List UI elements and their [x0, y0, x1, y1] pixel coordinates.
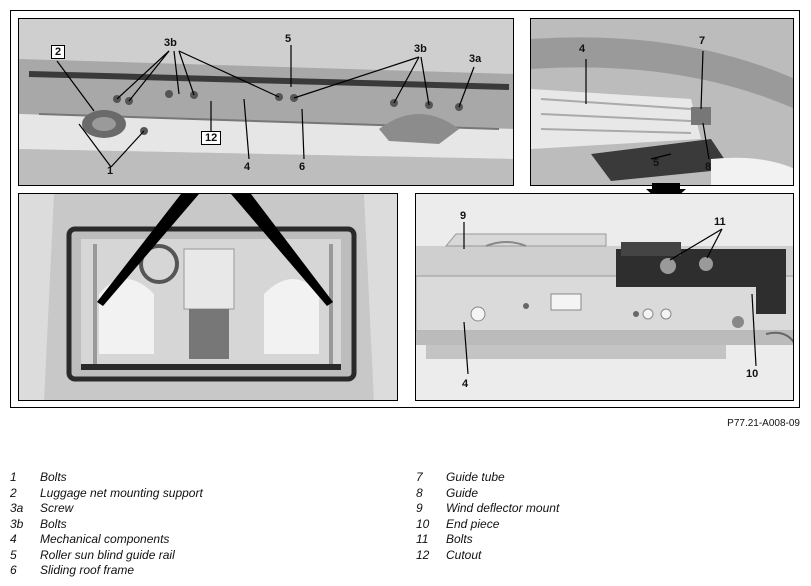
callout-4: 4	[462, 378, 469, 390]
legend-item: 5 Roller sun blind guide rail	[10, 548, 203, 564]
legend-text: Cutout	[446, 547, 482, 562]
guide-tube-illustration	[531, 19, 793, 185]
panel-top-right-guide-detail: 4 7 5 8	[530, 18, 794, 186]
legend-item: 8 Guide	[416, 486, 559, 502]
legend-right: 7 Guide tube 8 Guide 9 Wind deflector mount…	[416, 470, 559, 563]
legend-key: 8	[416, 485, 423, 500]
callout-3b-right: 3b	[414, 43, 427, 55]
panel-top-left-roof-detail: 2 3b 5 3b 3a 12 1 4 6	[18, 18, 514, 186]
figure-reference-code: P77.21-A008-09	[727, 418, 800, 429]
legend-text: End piece	[446, 516, 500, 531]
legend-text: Mechanical components	[40, 532, 170, 546]
legend-text: Guide	[446, 485, 479, 500]
legend-text: Luggage net mounting support	[40, 485, 203, 500]
roof-frame-illustration	[19, 19, 513, 185]
callout-2: 2	[51, 45, 66, 59]
callout-9: 9	[460, 210, 467, 222]
panel-bottom-left-car-overview	[18, 193, 398, 401]
callout-6: 6	[299, 161, 306, 173]
legend-item: 2 Luggage net mounting support	[10, 486, 203, 502]
legend-key: 4	[10, 532, 17, 546]
callout-8: 8	[705, 161, 712, 173]
callout-11: 11	[714, 216, 726, 228]
legend-text: Bolts	[40, 470, 67, 484]
legend-item: 3b Bolts	[10, 517, 203, 533]
legend-item: 7 Guide tube	[416, 470, 559, 486]
legend-item: 10 End piece	[416, 517, 559, 533]
legend-key: 3b	[10, 516, 24, 531]
legend-text: Sliding roof frame	[40, 563, 135, 577]
legend-key: 5	[10, 547, 17, 562]
legend-key: 1	[10, 470, 17, 484]
legend-item: 3a Screw	[10, 501, 203, 517]
panel-bottom-right-end-piece-detail: 9 11 4 10	[415, 193, 794, 401]
callout-3b-left: 3b	[164, 37, 177, 49]
figure-frame: 2 3b 5 3b 3a 12 1 4 6 4 7 5 8	[10, 10, 800, 408]
legend-key: 12	[416, 547, 430, 562]
legend-text: Screw	[40, 501, 74, 515]
callout-5: 5	[653, 157, 660, 169]
callout-3a: 3a	[469, 53, 482, 65]
legend-text: Roller sun blind guide rail	[40, 547, 175, 562]
legend-key: 2	[10, 485, 17, 500]
legend-item: 9 Wind deflector mount	[416, 501, 559, 517]
callout-4: 4	[244, 161, 251, 173]
legend-key: 7	[416, 470, 423, 484]
legend-item: 6 Sliding roof frame	[10, 563, 203, 579]
legend-text: Wind deflector mount	[446, 501, 560, 515]
legend-key: 3a	[10, 501, 24, 515]
end-piece-illustration	[416, 194, 793, 400]
legend-key: 9	[416, 501, 423, 515]
callout-12: 12	[201, 131, 222, 145]
callout-10: 10	[746, 368, 759, 380]
legend-item: 11 Bolts	[416, 532, 559, 548]
legend-text: Bolts	[446, 532, 473, 546]
callout-5: 5	[285, 33, 292, 45]
callout-7: 7	[699, 35, 706, 47]
legend-item: 4 Mechanical components	[10, 532, 203, 548]
legend-text: Bolts	[40, 516, 67, 531]
car-interior-illustration	[19, 194, 397, 400]
legend-text: Guide tube	[446, 470, 505, 484]
legend-item: 1 Bolts	[10, 470, 203, 486]
callout-4: 4	[579, 43, 586, 55]
legend-item: 12 Cutout	[416, 548, 559, 564]
callout-1: 1	[107, 165, 114, 177]
legend-key: 6	[10, 563, 17, 577]
legend-key: 10	[416, 516, 430, 531]
legend-key: 11	[416, 532, 429, 546]
